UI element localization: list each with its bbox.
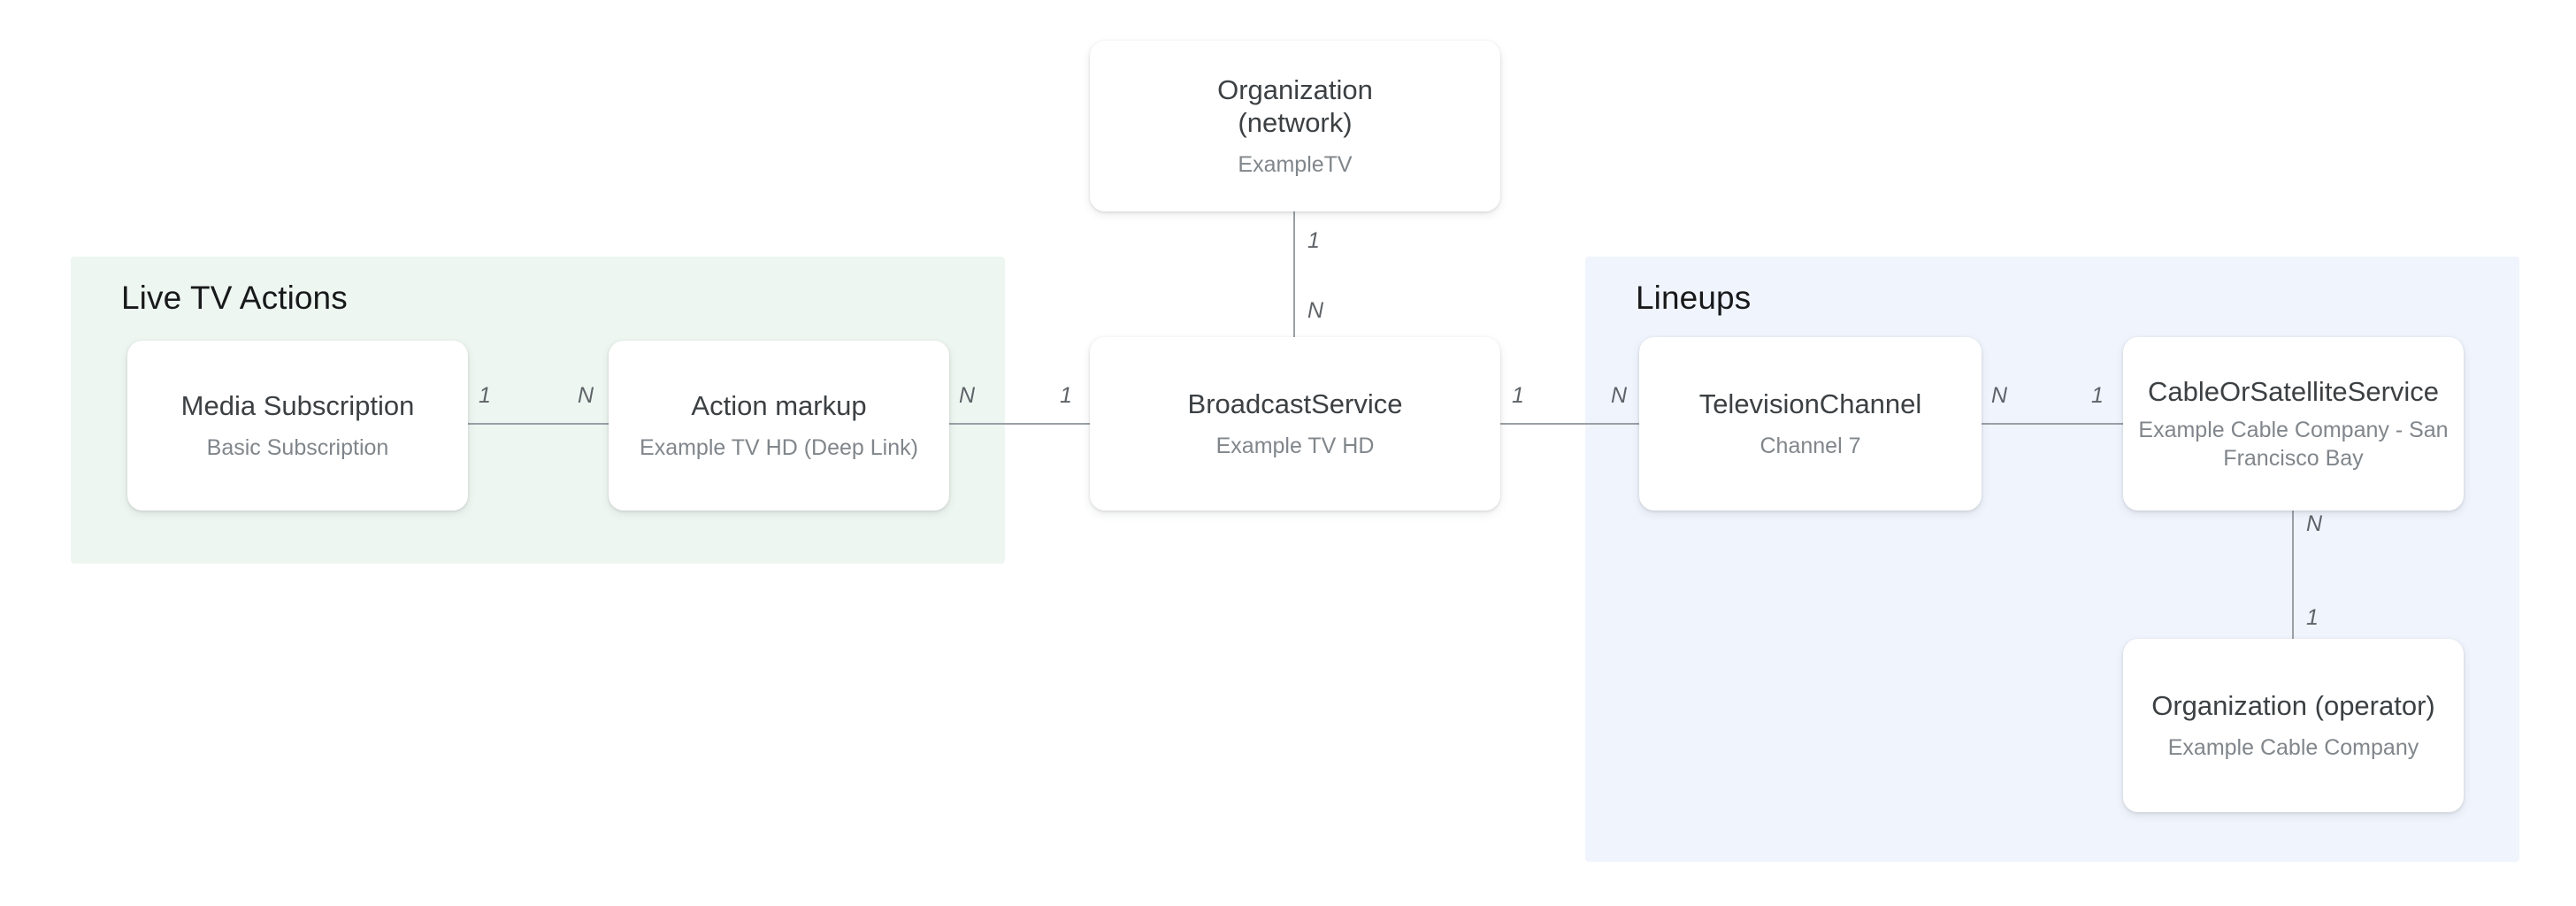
node-subtitle: Example TV HD (Deep Link) xyxy=(640,434,918,460)
connector-org-network-to-broadcast xyxy=(1293,211,1295,338)
panel-lineups-title: Lineups xyxy=(1636,280,1752,316)
node-subtitle: Channel 7 xyxy=(1760,433,1861,458)
cardinality-broadcast-n: N xyxy=(1307,298,1324,323)
cardinality-broadcast-1-2: 1 xyxy=(1512,383,1524,408)
node-title: TelevisionChannel xyxy=(1698,388,1922,419)
cardinality-broadcast-1: 1 xyxy=(1060,383,1072,408)
cardinality-cablesat-1: 1 xyxy=(2091,383,2104,408)
node-media-subscription[interactable]: Media Subscription Basic Subscription xyxy=(127,341,468,511)
cardinality-tvchannel-n: N xyxy=(1611,383,1628,408)
node-subtitle: Example TV HD xyxy=(1215,433,1375,458)
connector-broadcast-to-tvchannel xyxy=(1498,423,1639,425)
node-title: Organization (network) xyxy=(1217,73,1373,139)
node-title-line2: (network) xyxy=(1238,106,1353,138)
node-title: BroadcastService xyxy=(1187,388,1403,419)
node-title: Action markup xyxy=(691,389,867,421)
node-subtitle: Basic Subscription xyxy=(206,434,389,460)
node-subtitle: ExampleTV xyxy=(1238,152,1353,178)
cardinality-tvchannel-n-2: N xyxy=(1991,383,2008,408)
cardinality-cablesat-n: N xyxy=(2306,511,2323,536)
node-subtitle: Example Cable Company xyxy=(2167,734,2419,760)
connector-action-to-broadcast xyxy=(949,423,1090,425)
panel-live-tv-actions-title: Live TV Actions xyxy=(121,280,348,316)
node-title: CableOrSatelliteService xyxy=(2147,376,2440,408)
connector-tvchannel-to-cablesat xyxy=(1982,423,2123,425)
node-organization-operator[interactable]: Organization (operator) Example Cable Co… xyxy=(2123,639,2464,812)
node-subtitle: Example Cable Company - San Francisco Ba… xyxy=(2138,418,2449,471)
node-title: Organization (operator) xyxy=(2151,689,2435,721)
connector-cablesat-to-org-operator xyxy=(2292,504,2294,639)
node-broadcast-service[interactable]: BroadcastService Example TV HD xyxy=(1090,337,1500,511)
cardinality-action-n-2: N xyxy=(959,383,976,408)
node-television-channel[interactable]: TelevisionChannel Channel 7 xyxy=(1639,337,1982,511)
cardinality-media-sub-1: 1 xyxy=(479,383,491,408)
cardinality-org-operator-1: 1 xyxy=(2306,605,2319,630)
node-organization-network[interactable]: Organization (network) ExampleTV xyxy=(1090,41,1500,211)
cardinality-org-network-1: 1 xyxy=(1307,228,1320,253)
node-title-line1: Organization xyxy=(1217,73,1373,105)
node-action-markup[interactable]: Action markup Example TV HD (Deep Link) xyxy=(609,341,949,511)
connector-media-sub-to-action xyxy=(467,423,609,425)
node-title: Media Subscription xyxy=(180,389,415,421)
node-cable-or-satellite-service[interactable]: CableOrSatelliteService Example Cable Co… xyxy=(2123,337,2464,511)
cardinality-action-n: N xyxy=(578,383,594,408)
